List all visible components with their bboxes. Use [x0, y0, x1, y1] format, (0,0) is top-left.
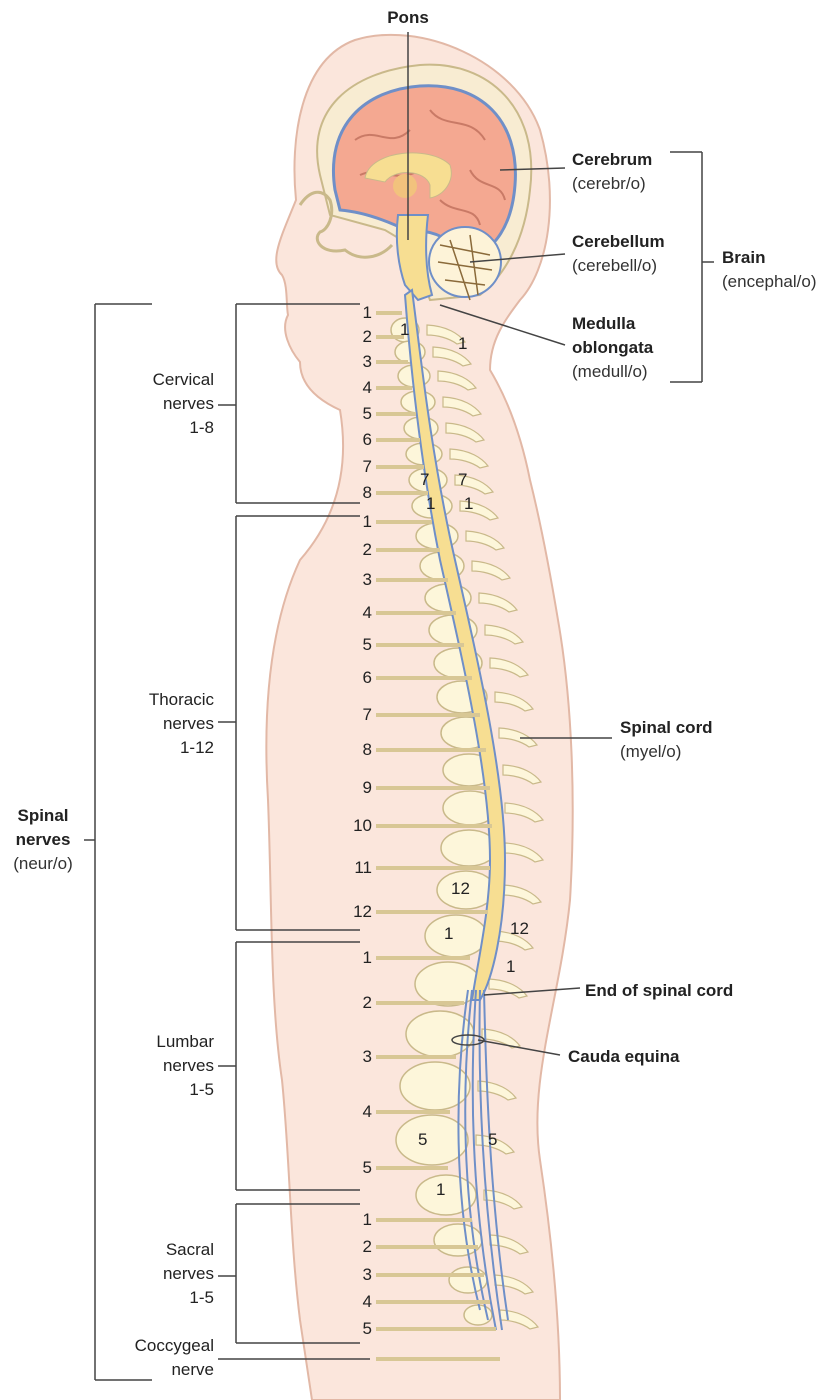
cerebrum-root: (cerebr/o): [572, 172, 646, 195]
cervical-nerve-number: 2: [330, 325, 372, 348]
vertebra-l5-back-label: 5: [488, 1128, 497, 1151]
vertebral-body: [425, 915, 487, 957]
thoracic-label-line1: Thoracic: [110, 688, 214, 711]
thoracic-nerve-number: 8: [330, 738, 372, 761]
cervical-nerve-number: 4: [330, 376, 372, 399]
lumbar-nerve-number: 4: [330, 1100, 372, 1123]
vertebral-body: [396, 1115, 468, 1165]
cervical-nerve-number: 1: [330, 301, 372, 324]
vertebra-t12-front-label: 12: [451, 877, 470, 900]
thoracic-nerve-number: 1: [330, 510, 372, 533]
vertebra-s1-label: 1: [436, 1178, 445, 1201]
thoracic-nerve-number: 4: [330, 601, 372, 624]
spinal-cord-root: (myel/o): [620, 740, 681, 763]
thoracic-label-line2: nerves: [110, 712, 214, 735]
sacral-nerve-number: 1: [330, 1208, 372, 1231]
vertebra-c7-front-label: 7: [420, 468, 429, 491]
thoracic-nerve-number: 6: [330, 666, 372, 689]
vertebra-c7-back-label: 7: [458, 468, 467, 491]
cervical-nerve-number: 7: [330, 455, 372, 478]
lumbar-label-line2: nerves: [110, 1054, 214, 1077]
vertebra-l1-front-label: 1: [444, 922, 453, 945]
spinal-nerves-label-line1: Spinal: [8, 804, 78, 827]
cerebellum-root: (cerebell/o): [572, 254, 657, 277]
pons-label: Pons: [380, 6, 436, 29]
vertebra-l5-front-label: 5: [418, 1128, 427, 1151]
thoracic-nerve-number: 9: [330, 776, 372, 799]
lumbar-nerve-number: 3: [330, 1045, 372, 1068]
cerebellum-label: Cerebellum: [572, 230, 665, 253]
end-of-spinal-cord-label: End of spinal cord: [585, 979, 733, 1002]
thoracic-nerve-number: 10: [330, 814, 372, 837]
sacral-label-line2: nerves: [110, 1262, 214, 1285]
cervical-nerve-number: 6: [330, 428, 372, 451]
lumbar-nerve-number: 2: [330, 991, 372, 1014]
thoracic-nerve-number: 5: [330, 633, 372, 656]
sacral-nerve-number: 3: [330, 1263, 372, 1286]
brain-root: (encephal/o): [722, 270, 817, 293]
medulla-label-line1: Medulla: [572, 312, 635, 335]
cerebrum-label: Cerebrum: [572, 148, 652, 171]
sacral-label-line1: Sacral: [110, 1238, 214, 1261]
sacral-nerve-number: 2: [330, 1235, 372, 1258]
sacral-nerve-number: 5: [330, 1317, 372, 1340]
medulla-label-line2: oblongata: [572, 336, 653, 359]
cervical-label-line2: nerves: [110, 392, 214, 415]
brain-label: Brain: [722, 246, 765, 269]
vertebra-atlas-label: 1: [458, 332, 467, 355]
cervical-nerve-number: 8: [330, 481, 372, 504]
cervical-label-line1: Cervical: [110, 368, 214, 391]
thoracic-nerve-number: 2: [330, 538, 372, 561]
spinal-cord-label: Spinal cord: [620, 716, 713, 739]
cauda-equina-label: Cauda equina: [568, 1045, 679, 1068]
thoracic-nerve-number: 3: [330, 568, 372, 591]
thoracic-range: 1-12: [110, 736, 214, 759]
thoracic-nerve-number: 7: [330, 703, 372, 726]
lumbar-nerve-number: 5: [330, 1156, 372, 1179]
cervical-range: 1-8: [110, 416, 214, 439]
vertebra-t1-front-label: 1: [426, 492, 435, 515]
spinal-nerves-root: (neur/o): [8, 852, 78, 875]
lumbar-label-line1: Lumbar: [110, 1030, 214, 1053]
vertebra-t12-back-label: 12: [510, 917, 529, 940]
medulla-root: (medull/o): [572, 360, 648, 383]
vertebra-l1-back-label: 1: [506, 955, 515, 978]
lumbar-range: 1-5: [110, 1078, 214, 1101]
vertebra-c1-label: 1: [400, 318, 409, 341]
spinal-nerves-label-line2: nerves: [8, 828, 78, 851]
lumbar-nerve-number: 1: [330, 946, 372, 969]
sacral-range: 1-5: [110, 1286, 214, 1309]
thoracic-nerve-number: 12: [330, 900, 372, 923]
cervical-nerve-number: 3: [330, 350, 372, 373]
cervical-nerve-number: 5: [330, 402, 372, 425]
thoracic-nerve-number: 11: [330, 856, 372, 879]
coccygeal-label-line2: nerve: [100, 1358, 214, 1381]
thalamus: [393, 174, 417, 198]
vertebra-t1-back-label: 1: [464, 492, 473, 515]
coccygeal-label-line1: Coccygeal: [100, 1334, 214, 1357]
sacral-nerve-number: 4: [330, 1290, 372, 1313]
